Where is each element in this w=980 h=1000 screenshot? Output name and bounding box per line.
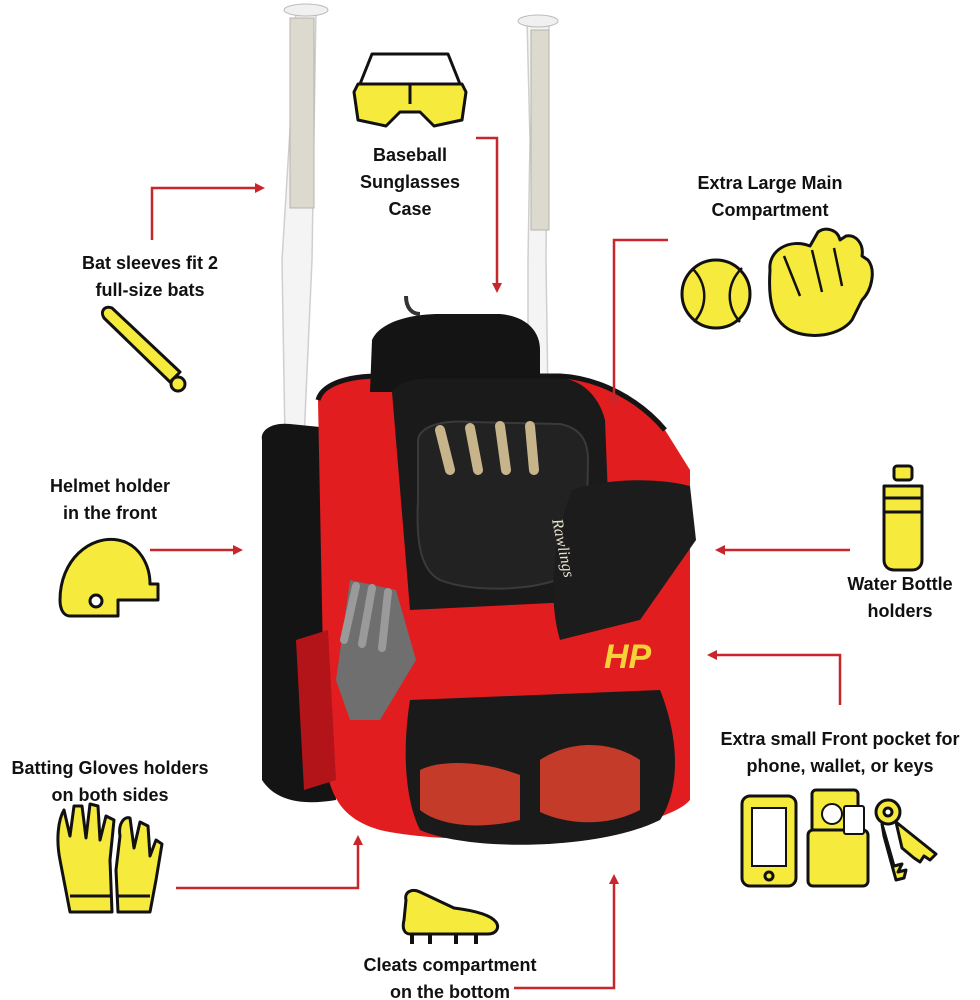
- main-compartment-label-line2: Compartment: [711, 200, 829, 220]
- helmet-label-line1: Helmet holder: [49, 476, 171, 496]
- helmet-holder-label: Helmet holder in the front: [10, 473, 210, 527]
- bat-sleeves-label-line2: full-size bats: [95, 280, 205, 300]
- cleats-compartment-label: Cleats compartment on the bottom: [340, 952, 560, 1000]
- sunglasses-case-label: Baseball Sunglasses Case: [340, 142, 480, 223]
- front-pocket-label-line1: Extra small Front pocket for: [720, 729, 960, 749]
- cleat-icon: [401, 888, 500, 944]
- arrow-front-pocket: [707, 650, 842, 705]
- keys-icon: [874, 798, 938, 882]
- main-compartment-label: Extra Large Main Compartment: [660, 170, 880, 224]
- cleats-label-line2: on the bottom: [390, 982, 510, 1000]
- sunglasses-label-line2: Sunglasses: [359, 172, 461, 192]
- bat-icon: [100, 305, 187, 393]
- arrow-bat-sleeves: [150, 183, 265, 240]
- right-bat: [517, 14, 559, 401]
- left-bat: [281, 3, 329, 441]
- arrow-main-compartment: [609, 238, 668, 406]
- water-bottle-label-line2: holders: [867, 601, 933, 621]
- front-pocket-label-line2: phone, wallet, or keys: [746, 756, 934, 776]
- bat-sleeves-label-line1: Bat sleeves fit 2: [81, 253, 219, 273]
- sunglasses-label-line3: Case: [388, 199, 432, 219]
- bag-logo-text: HP: [604, 638, 652, 676]
- sunglasses-label-line1: Baseball: [372, 145, 448, 165]
- batting-gloves-label-line1: Batting Gloves holders: [11, 758, 209, 778]
- bat-sleeves-label: Bat sleeves fit 2 full-size bats: [40, 250, 260, 304]
- batting-gloves-label-line2: on both sides: [51, 785, 169, 805]
- front-pocket-label: Extra small Front pocket for phone, wall…: [700, 726, 980, 780]
- helmet-icon: [58, 537, 160, 618]
- main-compartment-label-line1: Extra Large Main: [697, 173, 843, 193]
- water-bottle-label: Water Bottle holders: [820, 571, 980, 625]
- arrow-cleats: [514, 874, 619, 990]
- phone-icon: [740, 794, 798, 888]
- cleats-label-line1: Cleats compartment: [363, 955, 537, 975]
- arrow-batting-gloves: [176, 835, 363, 890]
- glove-icon: [768, 227, 874, 337]
- softball-icon: [680, 258, 752, 330]
- sunglasses-icon: [352, 52, 468, 128]
- water-bottle-label-line1: Water Bottle: [847, 574, 953, 594]
- batting-gloves-label: Batting Gloves holders on both sides: [0, 755, 220, 809]
- batting-gloves-icon: [56, 802, 164, 914]
- wallet-icon: [806, 788, 870, 888]
- arrow-sunglasses: [476, 136, 502, 293]
- water-bottle-icon: [882, 464, 924, 572]
- helmet-label-line2: in the front: [63, 503, 157, 523]
- backpack: [261, 295, 696, 845]
